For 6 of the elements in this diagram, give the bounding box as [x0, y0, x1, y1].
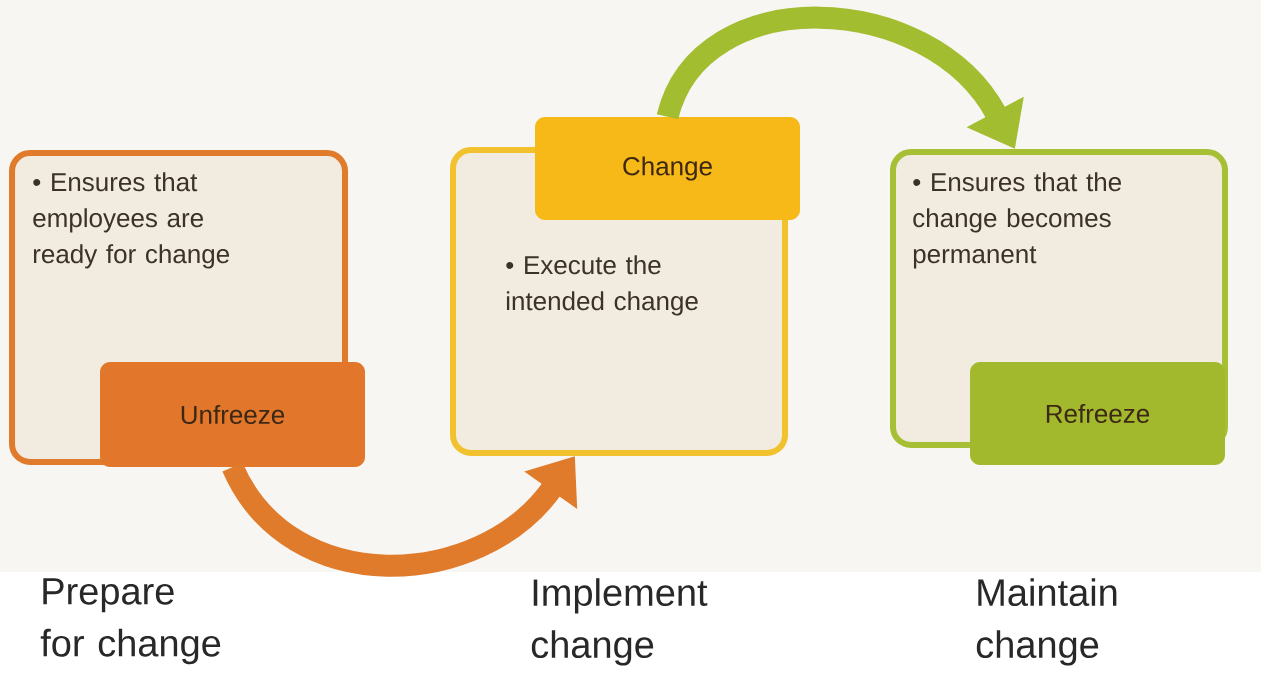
stage-caption: Maintain change — [976, 578, 1117, 666]
heading-tab: Change — [535, 117, 800, 220]
heading-tab: Unfreeze — [100, 362, 365, 467]
stage-caption: Prepare for change — [40, 578, 221, 665]
stage-caption: Implement change — [531, 578, 708, 666]
heading-tab: Refreeze — [970, 362, 1225, 465]
